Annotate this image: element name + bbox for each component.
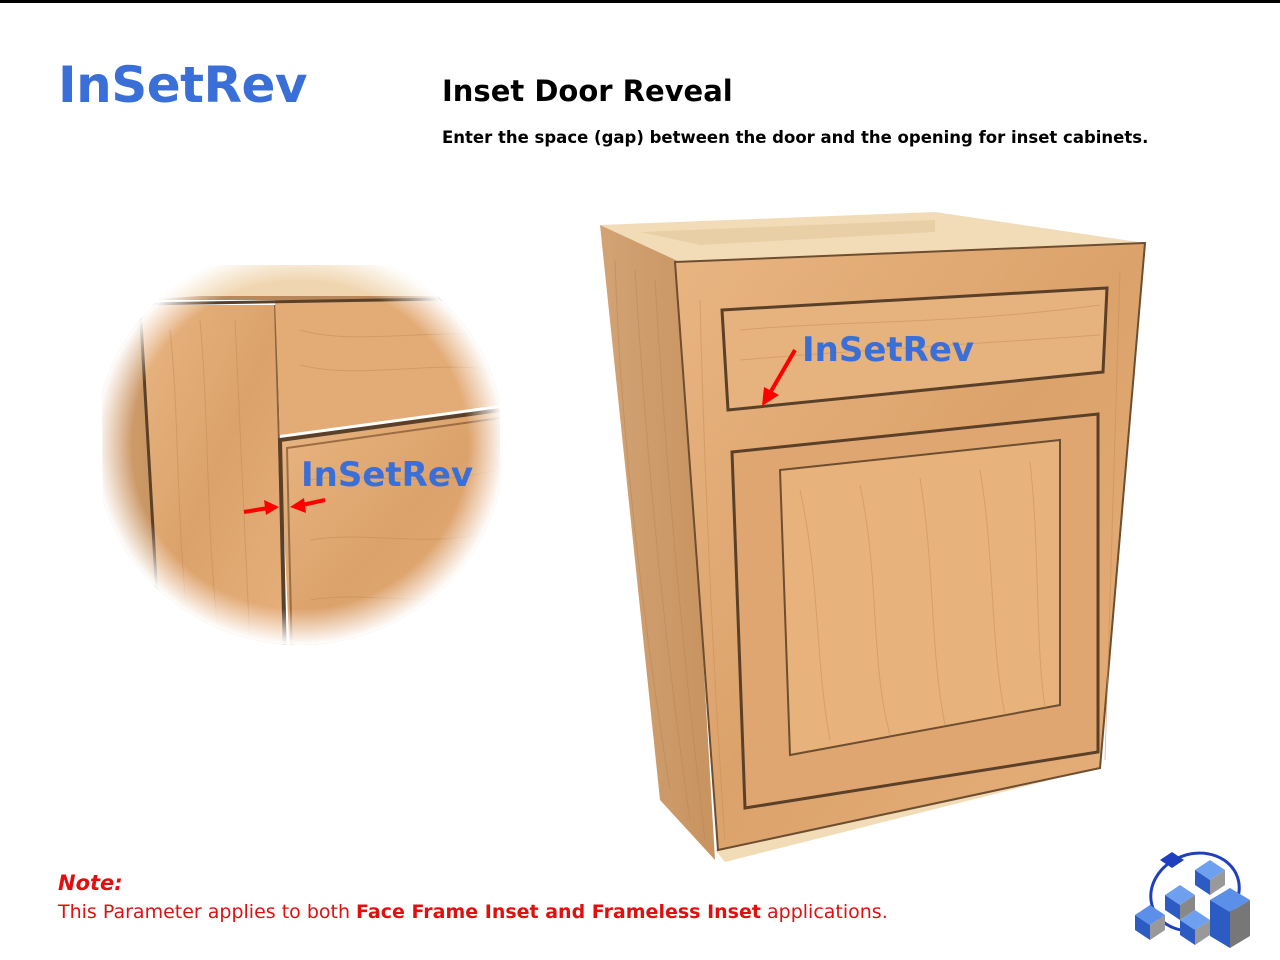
gap-arrow-left-icon	[243, 500, 279, 515]
logo-cubes-icon	[1135, 851, 1250, 948]
note-emphasis: Face Frame Inset and Frameless Inset	[356, 901, 761, 923]
cabinet-insetrev-label: InSetRev	[802, 330, 975, 370]
note-label: Note:	[58, 871, 123, 895]
page-description: Enter the space (gap) between the door a…	[442, 128, 1149, 147]
cabinet-illustration	[600, 212, 1147, 862]
reveal-arrow-icon	[762, 348, 797, 406]
note-prefix: This Parameter applies to both	[58, 901, 350, 923]
top-rule	[0, 0, 1280, 3]
note-suffix: applications.	[767, 901, 888, 923]
note-text: This Parameter applies to both Face Fram…	[58, 901, 888, 923]
parameter-title: InSetRev	[58, 56, 308, 114]
zoom-insetrev-label: InSetRev	[301, 455, 474, 495]
page-heading: Inset Door Reveal	[442, 74, 733, 108]
gap-arrow-right-icon	[290, 498, 326, 513]
